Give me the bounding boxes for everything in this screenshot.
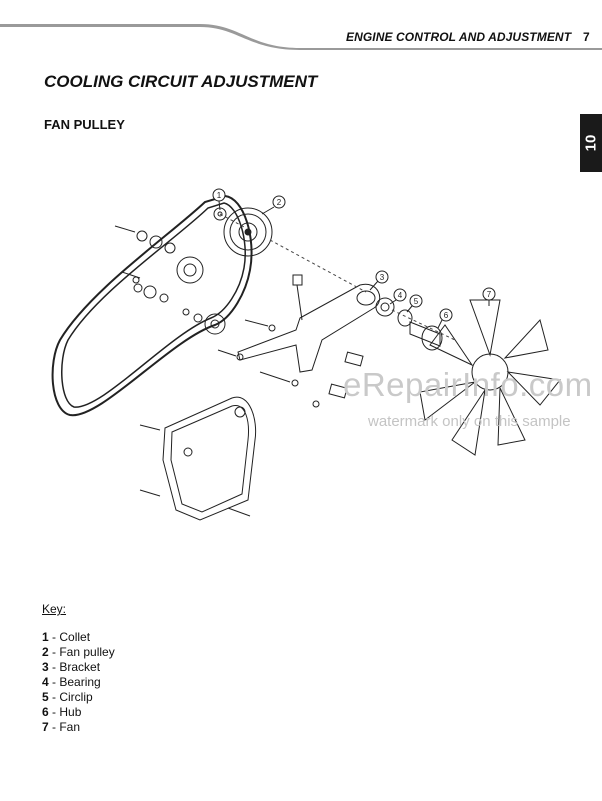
idler-pulley-lower [204, 313, 226, 335]
callout-4: 4 [389, 288, 407, 305]
assembly-guide-lines [219, 213, 456, 341]
key-item: 3 - Bracket [42, 660, 101, 674]
idler-pulley-upper [176, 256, 204, 284]
bearing-drawing [375, 297, 395, 317]
svg-text:4: 4 [398, 291, 403, 300]
header-swoosh [0, 24, 602, 50]
section-title: COOLING CIRCUIT ADJUSTMENT [44, 72, 318, 91]
washers-upper-left [114, 225, 203, 323]
bracket-bolts [217, 319, 364, 408]
key-item: 7 - Fan [42, 720, 81, 734]
key-item: 4 - Bearing [42, 675, 101, 689]
svg-text:1: 1 [217, 191, 222, 200]
circlip-drawing [397, 309, 413, 327]
fan-pulley-drawing [223, 207, 273, 257]
svg-text:2: 2 [277, 198, 282, 207]
exploded-diagram: 1 2 3 4 5 6 7 [51, 188, 561, 521]
callout-2: 2 [261, 195, 286, 215]
cover-plate-drawing [139, 396, 257, 521]
key-item: 5 - Circlip [42, 690, 93, 704]
key-heading: Key: [42, 602, 67, 616]
callout-5: 5 [406, 294, 423, 313]
callout-6: 6 [437, 308, 453, 329]
callout-1: 1 [212, 188, 226, 211]
key-item: 6 - Hub [42, 705, 82, 719]
header-title: ENGINE CONTROL AND ADJUSTMENT [346, 30, 572, 44]
callout-7: 7 [482, 287, 496, 306]
sub-title: FAN PULLEY [44, 117, 125, 132]
chapter-tab: 10 [580, 114, 602, 172]
key-item: 2 - Fan pulley [42, 645, 115, 659]
svg-text:6: 6 [444, 311, 449, 320]
watermark-note: watermark only on this sample [368, 413, 571, 430]
hub-drawing [409, 321, 443, 351]
watermark-logo: eRepairInfo.com [343, 366, 593, 403]
callout-3: 3 [369, 270, 389, 291]
v-belt [51, 194, 253, 417]
page-number: 7 [583, 30, 590, 44]
svg-text:3: 3 [380, 273, 385, 282]
key-list: 1 - Collet 2 - Fan pulley 3 - Bracket 4 … [42, 630, 115, 735]
chapter-tab-label: 10 [582, 134, 600, 152]
svg-text:5: 5 [414, 297, 419, 306]
fan-drawing [419, 299, 561, 456]
key-item: 1 - Collet [42, 630, 91, 644]
svg-text:7: 7 [487, 290, 492, 299]
